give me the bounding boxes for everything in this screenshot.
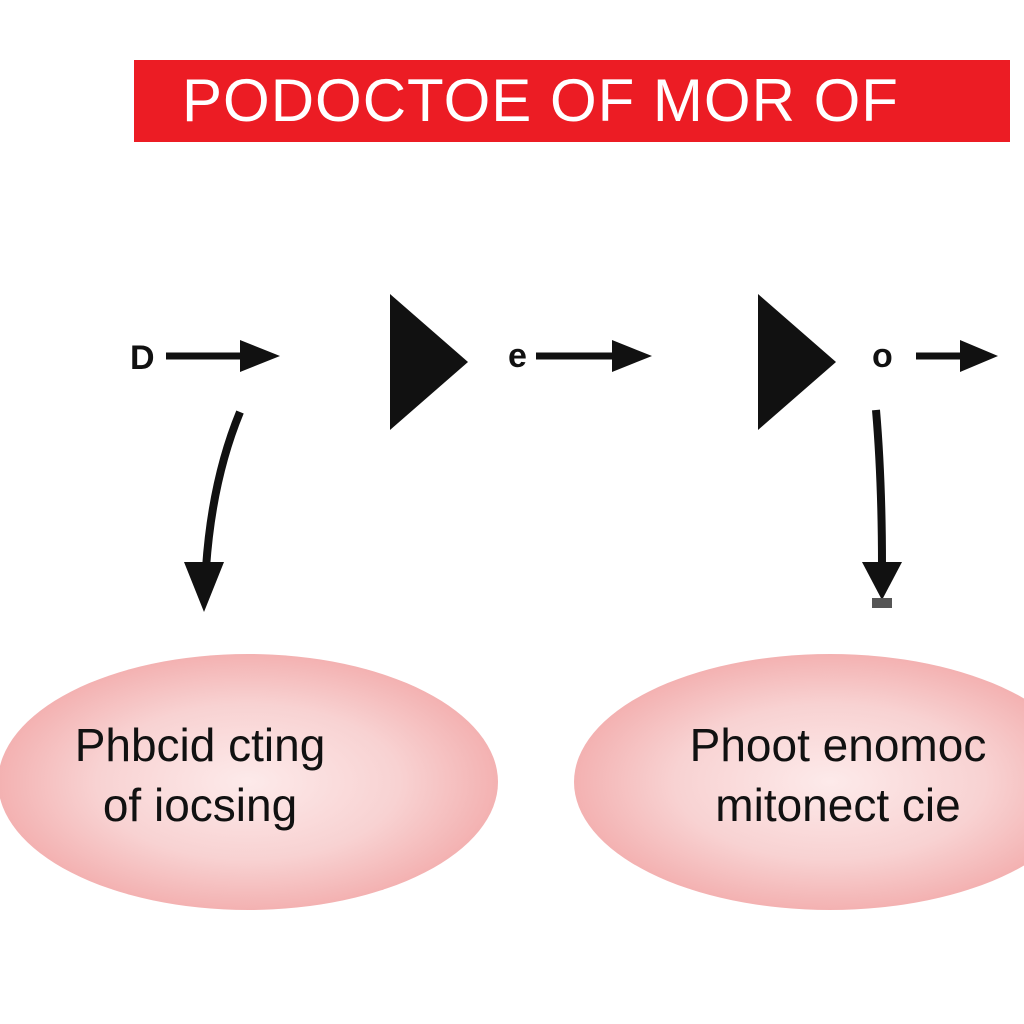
process-triangle-1: [390, 294, 468, 430]
outcome-2-line-2: mitonect cie: [715, 778, 961, 831]
outcome-1-line-1: Phbcid cting: [74, 719, 326, 771]
title-banner: PODOCTOE OF MOR OF: [134, 60, 1010, 142]
outcome-1-line-2: of iocsing: [102, 778, 298, 831]
outcome-ellipse-1: [0, 654, 498, 910]
down-arrow-right: [862, 409, 902, 608]
outcome-text-1: Phbcid cting of iocsing: [30, 716, 370, 836]
outcome-ellipse-2: [574, 654, 1024, 910]
flow-node-3: o: [872, 337, 893, 375]
arrow-1: [166, 340, 280, 372]
process-triangle-2: [758, 294, 836, 430]
flow-node-1: D: [130, 339, 155, 377]
diagram-title: PODOCTOE OF MOR OF: [182, 67, 899, 134]
arrow-3: [916, 340, 998, 372]
flow-node-2: e: [508, 337, 527, 375]
outcome-2-line-1: Phoot enomoc: [689, 719, 987, 771]
outcome-text-2: Phoot enomoc mitonect cie: [668, 716, 1008, 836]
down-arrow-left: [184, 410, 244, 612]
arrow-2: [536, 340, 652, 372]
